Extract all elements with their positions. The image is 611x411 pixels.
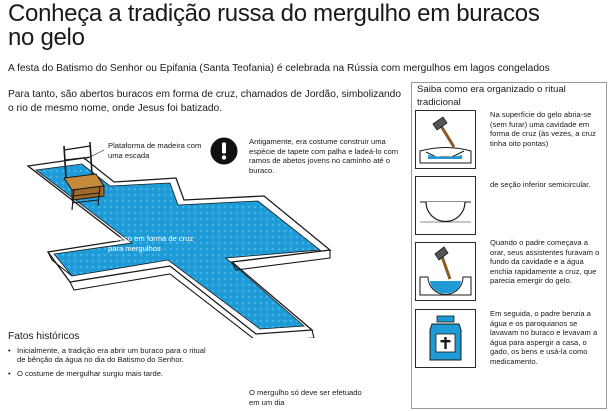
list-item: •O costume de mergulhar surgiu mais tard…: [8, 368, 164, 378]
axe-icon: [415, 110, 476, 169]
wooden-platform: [63, 141, 105, 211]
page-subtitle: A festa do Batismo do Senhor ou Epifania…: [8, 63, 550, 74]
page-title: Conheça a tradição russa do mergulho em …: [8, 0, 540, 51]
ice-edge-line: [231, 250, 331, 271]
hole-label: Buraco em forma de cruz para mergulhos: [108, 234, 194, 253]
platform-label: Plataforma de madeira com uma escada: [108, 141, 202, 160]
ice-edge-line: [47, 251, 73, 277]
intro-text: Para tanto, são abertos buracos em forma…: [8, 89, 401, 114]
holy-water-jar-icon: [415, 309, 476, 368]
fact-text: O costume de mergulhar surgiu mais tarde…: [17, 368, 164, 378]
rule-note: O mergulho só deve ser efetuado em um di…: [249, 388, 362, 407]
cross-ice-hole-illustration: [26, 141, 332, 338]
facts-list: •Inicialmente, a tradição era abrir um b…: [8, 346, 213, 382]
step-text: Na superfície do gelo abria-se (sem fura…: [490, 110, 596, 148]
step-text: de seção inferior semicircular.: [490, 180, 591, 189]
semicircle-cavity-icon: [415, 176, 476, 235]
ice-edge-line: [69, 273, 315, 338]
exclamation-icon: [210, 137, 238, 165]
fact-text: Inicialmente, a tradição era abrir um bu…: [17, 346, 206, 365]
facts-title: Fatos históricos: [8, 331, 80, 342]
water-surface: [34, 163, 322, 330]
step-text: Quando o padre começava a orar, seus ass…: [490, 238, 600, 286]
step-text: Em seguida, o padre benzia a água e os p…: [490, 309, 598, 366]
ritual-title: Saiba como era organizado o ritual tradi…: [417, 84, 566, 108]
warning-text: Antigamente, era costume construir uma e…: [249, 137, 399, 175]
list-item: •Inicialmente, a tradição era abrir um b…: [8, 346, 206, 365]
axe-water-icon: [415, 242, 476, 301]
